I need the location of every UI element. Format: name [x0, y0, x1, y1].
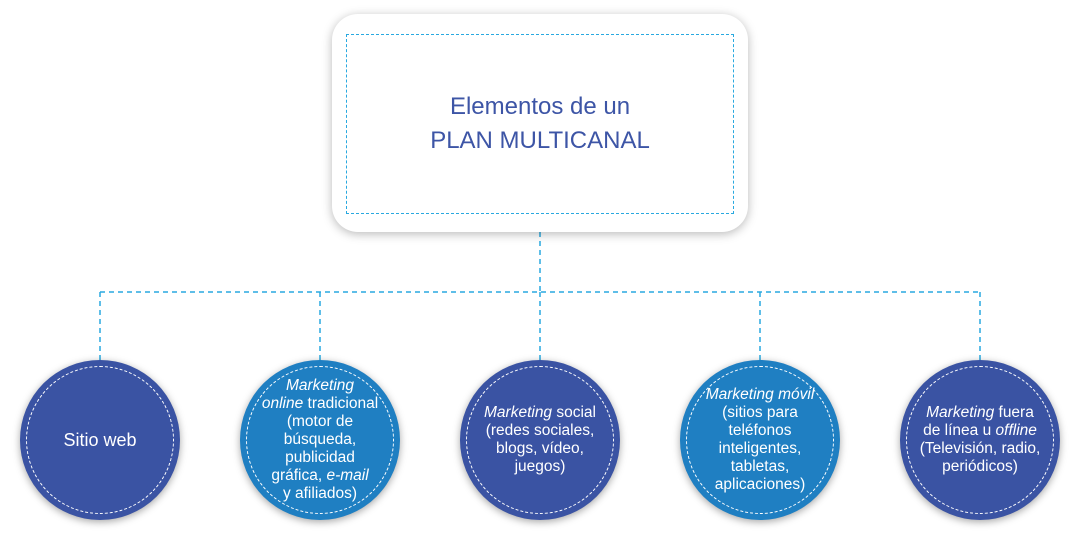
node-text-line: (motor de: [287, 413, 353, 431]
node-text: periódicos): [942, 458, 1018, 475]
node-text: tradicional: [303, 395, 379, 412]
node-text: fuera: [994, 404, 1034, 421]
node-text-italic: offline: [995, 422, 1037, 439]
node-text: juegos): [514, 458, 566, 475]
root-node-frame: Elementos de un PLAN MULTICANAL: [346, 34, 734, 214]
node-text-line: Sitio web: [63, 431, 136, 449]
root-title-line2: PLAN MULTICANAL: [430, 127, 650, 154]
node-text-line: Marketing social: [484, 404, 596, 422]
node-text-italic: online: [261, 395, 304, 412]
node-text-line: de línea u offline: [923, 422, 1037, 440]
node-text-line: tabletas,: [731, 458, 790, 476]
node-text: búsqueda,: [283, 431, 357, 448]
node-text-line: periódicos): [942, 458, 1018, 476]
node-frame: Marketing social(redes sociales,blogs, v…: [466, 366, 614, 514]
node-text-line: y afiliados): [283, 485, 357, 503]
node-text: blogs, vídeo,: [496, 440, 584, 457]
root-title-line1: Elementos de un: [449, 93, 631, 120]
node-marketing-social: Marketing social(redes sociales,blogs, v…: [460, 360, 620, 520]
node-text-line: Marketing móvil: [706, 386, 815, 404]
node-text-italic: Marketing: [285, 377, 355, 394]
node-text-line: aplicaciones): [715, 476, 805, 494]
node-text: (motor de: [286, 413, 354, 430]
node-text-italic: e-mail: [326, 467, 369, 484]
root-node: Elementos de un PLAN MULTICANAL: [332, 14, 748, 232]
node-text: inteligentes,: [718, 440, 802, 457]
node-text-line: teléfonos: [729, 422, 792, 440]
node-text-line: juegos): [515, 458, 566, 476]
node-text: Sitio web: [63, 430, 137, 450]
node-text-line: búsqueda,: [284, 431, 356, 449]
node-text-italic: Marketing: [926, 404, 995, 421]
node-sitio-web: Sitio web: [20, 360, 180, 520]
node-text: (redes sociales,: [485, 422, 595, 439]
node-frame: Sitio web: [26, 366, 174, 514]
node-text-line: blogs, vídeo,: [496, 440, 584, 458]
node-text-line: Marketing fuera: [926, 404, 1034, 422]
node-text: de línea u: [923, 422, 996, 439]
node-text-line: gráfica, e-mail: [271, 467, 368, 485]
node-text: (sitios para: [722, 404, 798, 421]
node-text: y afiliados): [282, 485, 358, 502]
node-text: publicidad: [285, 449, 355, 466]
node-text-line: online tradicional: [262, 395, 378, 413]
node-text-italic: Marketing móvil: [705, 386, 815, 403]
node-text-line: (sitios para: [722, 404, 798, 422]
node-text: tabletas,: [730, 458, 790, 475]
node-text-line: Marketing: [286, 377, 354, 395]
node-text: social: [552, 404, 596, 421]
node-text-line: inteligentes,: [719, 440, 802, 458]
node-text: teléfonos: [728, 422, 792, 439]
node-text-line: publicidad: [285, 449, 355, 467]
node-text-italic: Marketing: [484, 404, 553, 421]
node-text-line: (redes sociales,: [486, 422, 595, 440]
node-text-line: (Televisión, radio,: [920, 440, 1041, 458]
node-text: (Televisión, radio,: [919, 440, 1041, 457]
node-text: gráfica,: [271, 467, 327, 484]
node-text: aplicaciones): [714, 476, 806, 493]
